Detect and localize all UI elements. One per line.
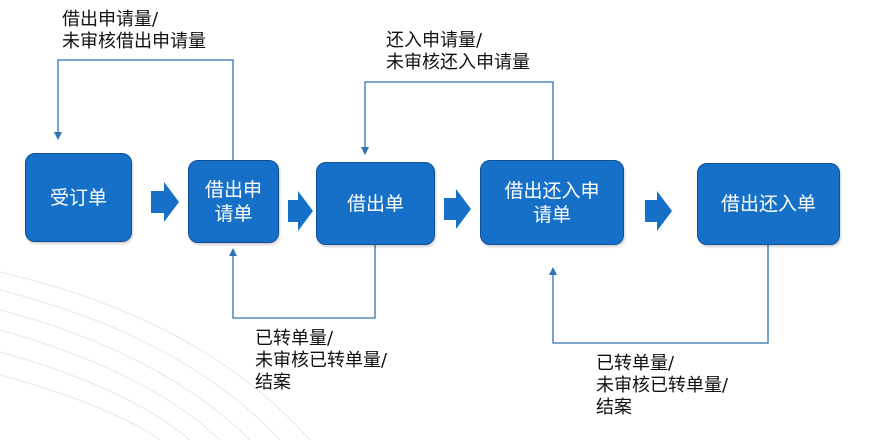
loop-line-return (552, 245, 769, 344)
flow-arrow-borrow-to-return-request (444, 189, 471, 229)
node-borrow-request[interactable]: 借出申 请单 (188, 160, 279, 243)
loop-arrowhead-borrow-request (54, 132, 62, 140)
node-order[interactable]: 受订单 (25, 153, 132, 242)
background-curve (0, 309, 251, 440)
loop-arrowhead-return (549, 267, 557, 275)
loop-line-return-request (364, 81, 554, 160)
note-borrow-loop: 已转单量/ 未审核已转单量/ 结案 (255, 328, 388, 393)
loop-arrowhead-return-request (361, 147, 369, 155)
loop-arrowhead-borrow (229, 248, 237, 256)
flow-arrow-order-to-borrow-request (151, 182, 179, 222)
background-curve (0, 351, 191, 440)
background-curve (0, 271, 311, 440)
node-return-request[interactable]: 借出还入申 请单 (480, 160, 624, 245)
node-borrow[interactable]: 借出单 (316, 162, 435, 245)
background-curve (0, 329, 221, 440)
background-curve (0, 289, 281, 440)
loop-line-borrow (232, 245, 376, 319)
note-borrow-request-loop: 借出申请量/ 未审核借出申请量 (62, 9, 206, 52)
note-return-request-loop: 还入申请量/ 未审核还入申请量 (386, 30, 530, 73)
background-curve (0, 374, 161, 440)
loop-line-borrow-request (57, 59, 234, 160)
flow-arrow-return-request-to-return (645, 191, 672, 231)
node-return[interactable]: 借出还入单 (697, 163, 840, 245)
note-return-loop: 已转单量/ 未审核已转单量/ 结案 (596, 353, 729, 418)
flow-arrow-borrow-request-to-borrow (288, 191, 313, 231)
